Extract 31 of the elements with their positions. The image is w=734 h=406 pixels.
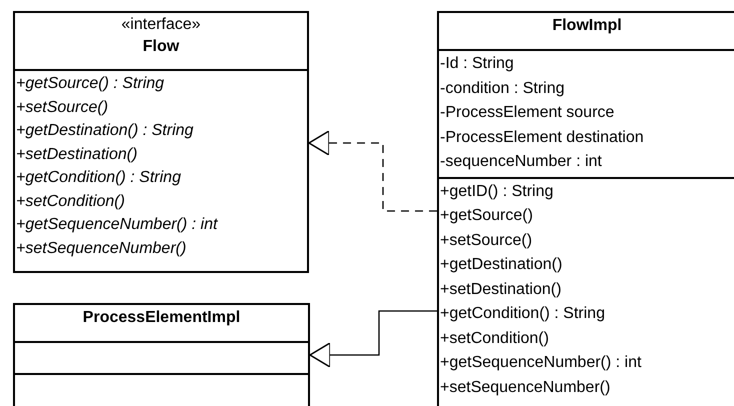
attribute-text: -ProcessElement source bbox=[440, 103, 614, 123]
method-text: +getCondition() : String bbox=[16, 168, 181, 188]
method-text: +getSequenceNumber() : int bbox=[440, 353, 642, 373]
class-box bbox=[13, 11, 309, 273]
attribute-text: -condition : String bbox=[440, 78, 565, 98]
method-text: +setSequenceNumber() bbox=[440, 378, 610, 398]
method-text: +setSource() bbox=[440, 230, 532, 250]
generalization-arrow bbox=[309, 310, 437, 368]
method-text: +setCondition() bbox=[440, 328, 549, 348]
method-text: +getSource() : String bbox=[16, 74, 164, 94]
method-text: +setDestination() bbox=[16, 144, 138, 164]
method-text: +getDestination() bbox=[440, 255, 562, 275]
class-box bbox=[437, 11, 734, 406]
method-text: +setDestination() bbox=[440, 280, 562, 300]
class-name: FlowImpl bbox=[552, 16, 622, 36]
attribute-text: -ProcessElement destination bbox=[440, 128, 644, 148]
attribute-text: -Id : String bbox=[440, 54, 514, 74]
realization-arrow bbox=[308, 130, 437, 212]
method-text: +setSequenceNumber() bbox=[16, 238, 186, 258]
method-text: +setSource() bbox=[16, 98, 108, 118]
class-box bbox=[13, 303, 310, 406]
method-text: +getDestination() : String bbox=[16, 121, 194, 141]
method-text: +getID() : String bbox=[440, 182, 554, 202]
attribute-text: -sequenceNumber : int bbox=[440, 152, 602, 172]
class-name: Flow bbox=[142, 36, 180, 56]
method-text: +getSequenceNumber() : int bbox=[16, 215, 218, 235]
class-name: ProcessElementImpl bbox=[82, 308, 240, 328]
method-text: +getCondition() : String bbox=[440, 304, 605, 324]
method-text: +getSource() bbox=[440, 206, 533, 226]
stereotype-label: «interface» bbox=[121, 15, 201, 35]
method-text: +setCondition() bbox=[16, 192, 125, 212]
